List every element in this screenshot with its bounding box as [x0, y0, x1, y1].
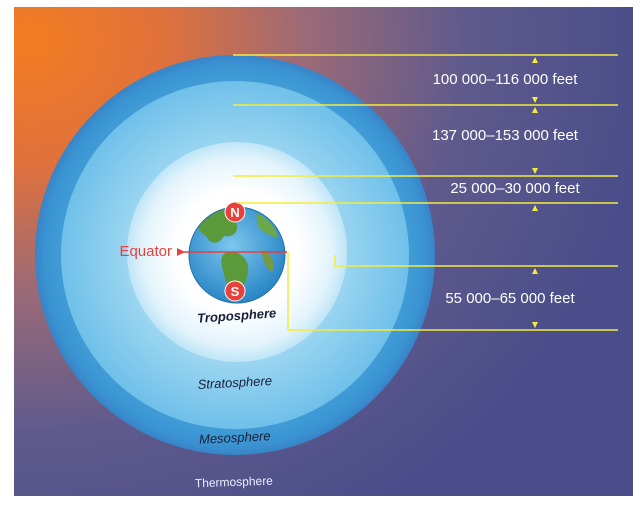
south-label: S — [231, 284, 240, 299]
measurement-troposphere-poles: 25 000–30 000 feet — [450, 180, 580, 197]
troposphere-label: Troposphere — [197, 305, 277, 325]
mesosphere-label: Mesosphere — [199, 428, 271, 447]
south-pole-marker: S — [224, 280, 246, 302]
measurement-stratosphere: 137 000–153 000 feet — [432, 127, 579, 144]
equator-arrowhead — [177, 248, 185, 256]
thermosphere-label: Thermosphere — [195, 474, 274, 491]
guide-line-equator-surface — [287, 252, 618, 331]
measurement-arrows — [532, 57, 538, 328]
stratosphere-label: Stratosphere — [197, 373, 272, 392]
equator-label: Equator — [119, 243, 172, 260]
guide-line-equator-troposphere — [334, 255, 618, 267]
north-pole-marker: N — [224, 201, 246, 223]
measurement-troposphere-equator: 55 000–65 000 feet — [445, 290, 575, 307]
measurement-mesosphere: 100 000–116 000 feet — [433, 71, 579, 88]
north-label: N — [230, 205, 239, 220]
